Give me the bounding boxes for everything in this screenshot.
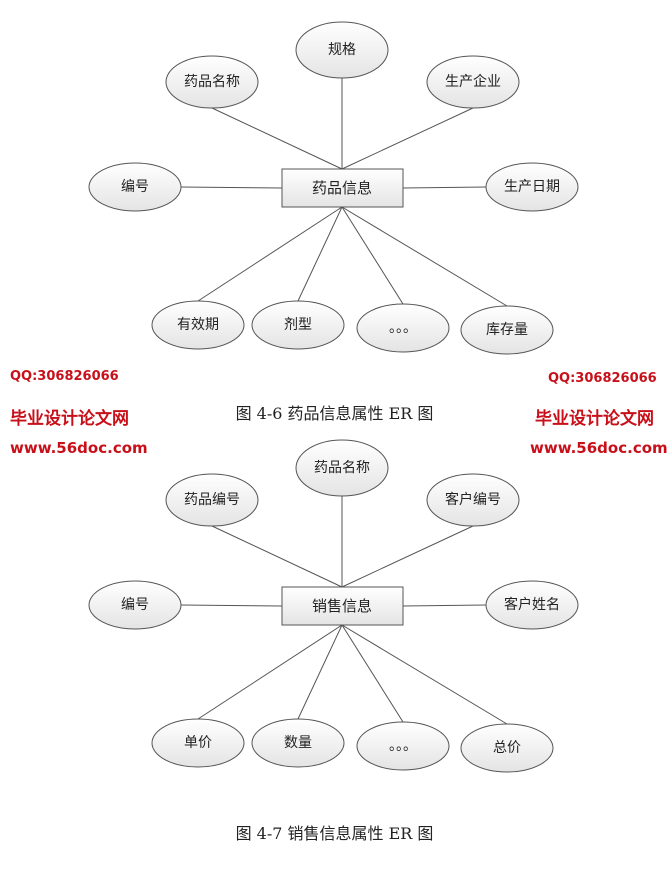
attribute-ellipse-label: 单价 — [184, 735, 212, 751]
attribute-ellipse-shape — [460, 723, 554, 773]
attribute-ellipse-shape — [460, 305, 554, 355]
entity-box — [281, 168, 404, 208]
connector-line — [341, 206, 404, 305]
attribute-ellipse-shape — [88, 580, 182, 630]
attribute-ellipse-shape — [88, 162, 182, 212]
connector-line — [197, 624, 343, 720]
connector-line — [197, 206, 343, 302]
attribute-ellipse-shape — [151, 718, 245, 768]
watermark-site: www.56doc.com — [10, 439, 148, 457]
attribute-ellipse-shape — [251, 718, 345, 768]
attribute-ellipse-shape — [165, 55, 259, 109]
attribute-ellipse-shape — [151, 300, 245, 350]
attribute-ellipse-shape — [485, 580, 579, 630]
attribute-ellipse-shape — [165, 473, 259, 527]
attribute-ellipse-shape — [295, 21, 389, 79]
connector-line — [211, 525, 343, 588]
connector-line — [341, 206, 508, 307]
attribute-ellipse-shape — [485, 162, 579, 212]
entity-label: 销售信息 — [312, 597, 372, 615]
connector-line — [341, 624, 508, 725]
attribute-ellipse-label: 生产日期 — [504, 179, 560, 195]
attribute-ellipse-shape — [426, 55, 520, 109]
entity-box — [281, 586, 404, 626]
attribute-ellipse-shape — [426, 473, 520, 527]
connector-line — [341, 107, 474, 170]
connector-line — [341, 525, 474, 588]
attribute-ellipse-label: 生产企业 — [445, 73, 501, 90]
watermark-name: 毕业设计论文网 — [10, 409, 129, 429]
attribute-ellipse-label: 编号 — [121, 597, 149, 613]
attribute-ellipse-label: 编号 — [121, 179, 149, 195]
attribute-ellipse-shape — [295, 439, 389, 497]
connector-line — [402, 186, 487, 189]
attribute-ellipse-label: 客户姓名 — [504, 596, 560, 613]
attribute-ellipse-label: 药品名称 — [314, 460, 370, 476]
attribute-ellipse-shape — [356, 303, 450, 353]
figure-caption-4-7: 图 4-7 销售信息属性 ER 图 — [235, 824, 434, 843]
attribute-ellipse-label: 库存量 — [486, 322, 528, 338]
figure-caption-4-6: 图 4-6 药品信息属性 ER 图 — [235, 404, 434, 423]
attribute-ellipse-label: 总价 — [493, 740, 521, 756]
connector-line — [297, 206, 343, 302]
watermark-qq: QQ:306826066 — [10, 369, 119, 384]
attribute-ellipse-label: 客户编号 — [445, 491, 501, 508]
attribute-ellipse-label: 有效期 — [177, 317, 219, 333]
attribute-ellipse-label: 规格 — [328, 42, 356, 58]
connector-line — [180, 604, 283, 607]
attribute-ellipse-shape — [251, 300, 345, 350]
attribute-ellipse-label: 药品编号 — [184, 492, 240, 508]
watermark-name-2: 毕业设计论文网 — [535, 409, 654, 429]
entity-label: 药品信息 — [312, 179, 372, 197]
attribute-ellipse-shape — [356, 721, 450, 771]
connector-line — [341, 624, 404, 723]
attribute-ellipse-label: 数量 — [284, 735, 312, 751]
watermark-site-2: www.56doc.com — [530, 439, 668, 457]
connector-line — [297, 624, 343, 720]
attribute-ellipse-label: 剂型 — [284, 317, 312, 333]
connector-line — [180, 186, 283, 189]
attribute-ellipse-label: 。。。 — [389, 738, 417, 754]
watermark-qq-2: QQ:306826066 — [548, 371, 657, 386]
connector-line — [402, 604, 487, 607]
attribute-ellipse-label: 药品名称 — [184, 74, 240, 90]
connector-line — [211, 107, 343, 170]
attribute-ellipse-label: 。。。 — [389, 320, 417, 336]
